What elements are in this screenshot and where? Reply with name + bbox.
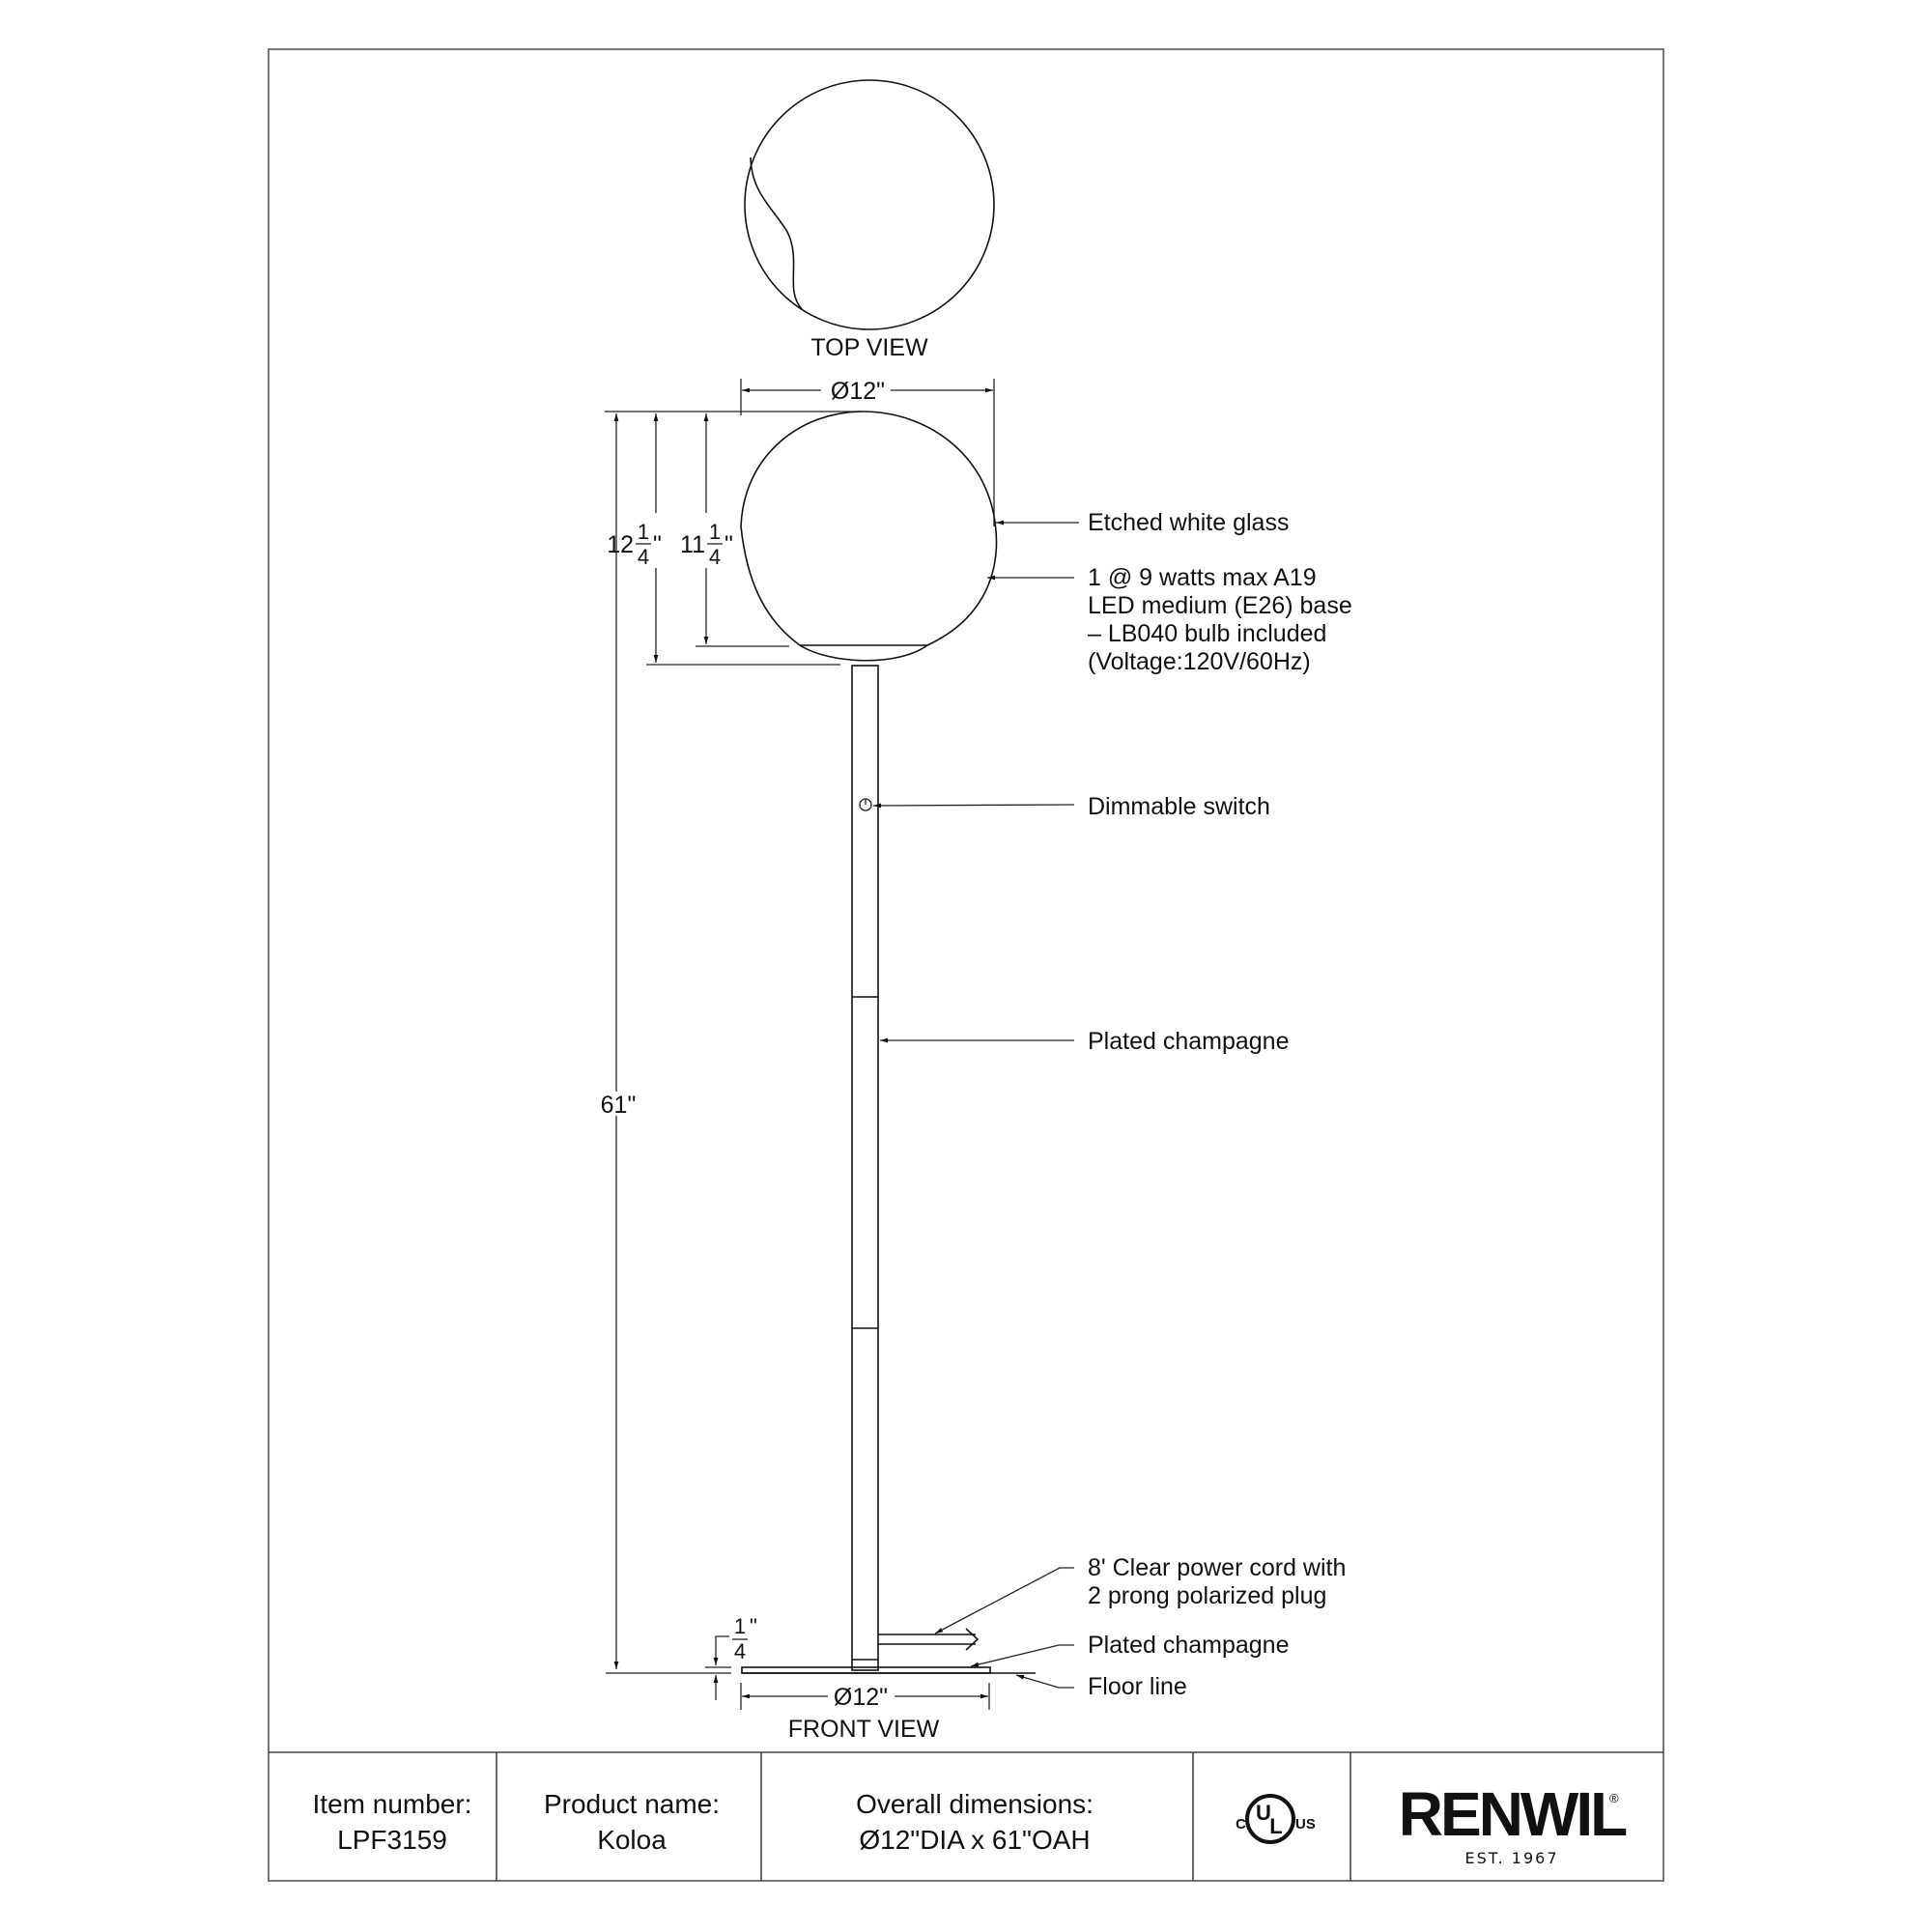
svg-text:L: L <box>1269 1814 1282 1838</box>
svg-text:": " <box>750 1614 757 1638</box>
svg-text:1: 1 <box>734 1614 746 1638</box>
title-block: Item number: LPF3159 Product name: Koloa… <box>269 1751 1663 1881</box>
callout-base-finish: Plated champagne <box>1088 1632 1289 1659</box>
lamp-stem <box>851 665 879 1671</box>
product-name-label: Product name: <box>544 1789 720 1819</box>
svg-text:US: US <box>1295 1816 1316 1833</box>
svg-text:C: C <box>1236 1816 1246 1833</box>
shade-height-inner-dim: 11 1 4 " <box>680 520 733 569</box>
svg-text:4: 4 <box>709 545 721 569</box>
svg-text:U: U <box>1256 1801 1271 1825</box>
ul-certification-icon: C U L US <box>1236 1794 1316 1844</box>
top-view: TOP VIEW <box>744 79 995 361</box>
item-number-value: LPF3159 <box>337 1825 447 1855</box>
power-cord <box>878 1628 980 1651</box>
dimmer-switch-icon <box>859 798 872 811</box>
callout-bulb-line1: 1 @ 9 watts max A19 <box>1088 564 1317 591</box>
base-diameter-dim: Ø12" <box>834 1684 888 1711</box>
dimensions-label: Overall dimensions: <box>856 1789 1094 1819</box>
svg-text:11: 11 <box>680 531 705 558</box>
svg-text:4: 4 <box>638 545 649 569</box>
callout-leader <box>934 1567 1074 1634</box>
callout-cord-line1: 8' Clear power cord with <box>1088 1554 1346 1581</box>
svg-text:": " <box>724 531 733 558</box>
svg-text:®: ® <box>1609 1791 1619 1805</box>
callout-bulb-line2: LED medium (E26) base <box>1088 592 1352 619</box>
globe-shade <box>740 411 998 646</box>
svg-text:EST. 1967: EST. 1967 <box>1464 1849 1558 1867</box>
svg-text:4: 4 <box>734 1639 746 1663</box>
callout-bulb-line4: (Voltage:120V/60Hz) <box>1088 648 1311 675</box>
svg-text:12: 12 <box>607 531 634 558</box>
callout-stem-finish: Plated champagne <box>1088 1028 1289 1055</box>
shade-height-outer-dim: 12 1 4 " <box>607 520 662 569</box>
callout-leader <box>872 803 1075 809</box>
callouts: Etched white glass 1 @ 9 watts max A19 L… <box>872 509 1352 1700</box>
callout-leader <box>970 1644 1074 1667</box>
base-thickness-dim: 1 4 " <box>713 1614 757 1700</box>
front-view-label: FRONT VIEW <box>788 1716 940 1743</box>
svg-text:1: 1 <box>709 520 721 544</box>
renwil-logo: RENWIL ® EST. 1967 <box>1399 1779 1630 1867</box>
overall-height-dim: 61" <box>601 1092 637 1119</box>
dimensions-value: Ø12"DIA x 61"OAH <box>859 1825 1090 1855</box>
item-number-label: Item number: <box>313 1789 472 1819</box>
top-view-shade-circle <box>744 79 995 330</box>
callout-leader <box>1015 1674 1074 1689</box>
callout-glass: Etched white glass <box>1088 509 1289 536</box>
callout-bulb-line3: – LB040 bulb included <box>1088 620 1326 647</box>
callout-cord-line2: 2 prong polarized plug <box>1088 1582 1326 1609</box>
svg-text:RENWIL: RENWIL <box>1399 1779 1627 1849</box>
callout-switch: Dimmable switch <box>1088 793 1270 820</box>
svg-text:1: 1 <box>638 520 649 544</box>
shade-diameter-dim: Ø12" <box>831 378 885 405</box>
callout-floor: Floor line <box>1088 1673 1187 1700</box>
svg-text:": " <box>653 531 662 558</box>
top-view-label: TOP VIEW <box>810 334 928 361</box>
front-view: Ø12" 12 1 4 " 11 1 4 " 61" <box>601 378 1036 1743</box>
top-view-shade-contour <box>750 156 803 310</box>
page-frame <box>268 48 1664 1882</box>
shade-bottom-curve <box>799 644 928 662</box>
product-name-value: Koloa <box>597 1825 667 1855</box>
